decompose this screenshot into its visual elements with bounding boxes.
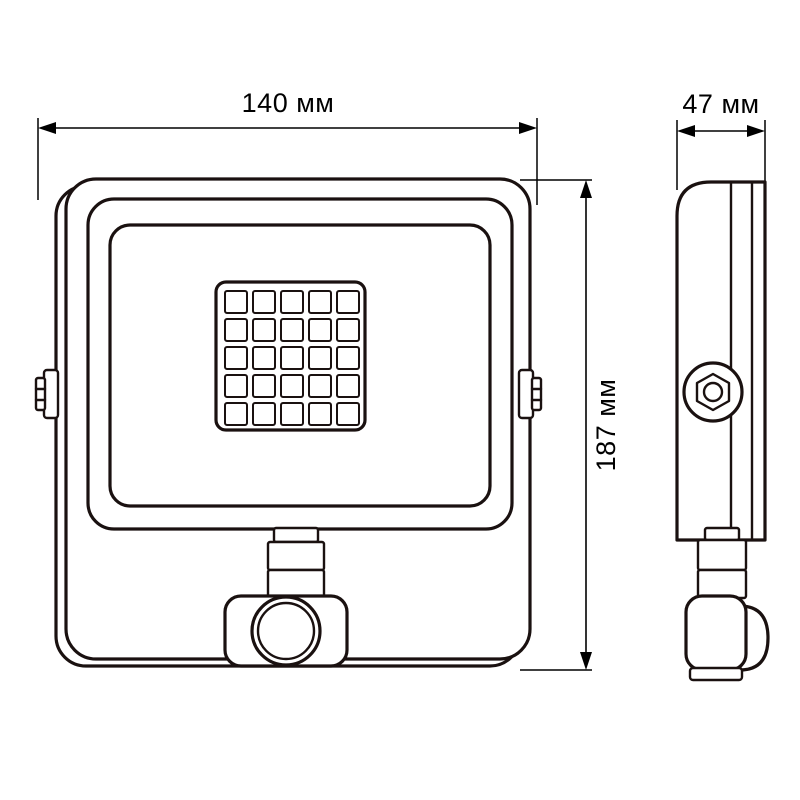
arrow-down-icon — [580, 652, 592, 670]
front-view — [34, 177, 543, 668]
led-cell — [252, 318, 276, 342]
sensor-stem-segment — [266, 540, 326, 572]
led-cell — [224, 318, 248, 342]
led-cell — [224, 374, 248, 398]
led-cell — [308, 346, 332, 370]
side-view — [675, 180, 770, 682]
led-cell — [224, 402, 248, 426]
led-cell — [252, 374, 276, 398]
arrow-left-icon — [38, 122, 56, 134]
arrow-right-icon — [519, 122, 537, 134]
led-cell — [224, 346, 248, 370]
led-cell — [252, 346, 276, 370]
dimension-label-width: 140 мм — [242, 88, 335, 118]
led-cell — [280, 290, 304, 314]
hex-bolt — [682, 361, 744, 423]
motion-sensor-front — [223, 526, 349, 668]
led-cell — [336, 402, 360, 426]
dimension-label-depth: 47 мм — [682, 89, 759, 119]
bolt-inner-circle — [702, 381, 724, 403]
sensor-lens-inner-ring — [256, 601, 316, 661]
sensor-stem-segment — [272, 526, 320, 544]
dimension-width-140 — [37, 118, 538, 205]
dimension-height-187 — [520, 179, 592, 671]
led-cell — [224, 290, 248, 314]
sensor-stem-segment — [266, 568, 326, 600]
mounting-bracket-left — [34, 368, 60, 420]
sensor-base-lip — [688, 666, 744, 682]
led-cell — [280, 346, 304, 370]
led-cell — [308, 290, 332, 314]
sensor-stem-segment — [703, 526, 741, 542]
bracket-right-tab — [530, 376, 543, 412]
led-grid — [224, 290, 360, 426]
arrow-right-side-icon — [747, 125, 765, 137]
led-cell — [308, 374, 332, 398]
led-cell — [308, 402, 332, 426]
led-cell — [252, 290, 276, 314]
led-cell — [308, 318, 332, 342]
led-cell — [336, 290, 360, 314]
sensor-lens-outer-ring — [250, 595, 322, 667]
led-cell — [280, 402, 304, 426]
motion-sensor-side — [684, 526, 770, 682]
dimension-depth-47 — [676, 120, 766, 190]
sensor-stem-segment — [696, 538, 748, 572]
bracket-left-tab — [34, 376, 47, 412]
sensor-stem-segment — [696, 568, 748, 600]
sensor-body — [684, 594, 748, 672]
led-cell — [336, 346, 360, 370]
arrow-up-icon — [580, 180, 592, 198]
dimension-label-height: 187 мм — [591, 379, 621, 472]
mounting-bracket-right — [517, 368, 543, 420]
led-cell — [280, 318, 304, 342]
led-cell — [252, 402, 276, 426]
arrow-left-side-icon — [677, 125, 695, 137]
led-cell — [336, 374, 360, 398]
led-cell — [336, 318, 360, 342]
side-body-profile — [675, 180, 767, 542]
led-cell — [280, 374, 304, 398]
bolt-hexagon — [695, 372, 731, 412]
